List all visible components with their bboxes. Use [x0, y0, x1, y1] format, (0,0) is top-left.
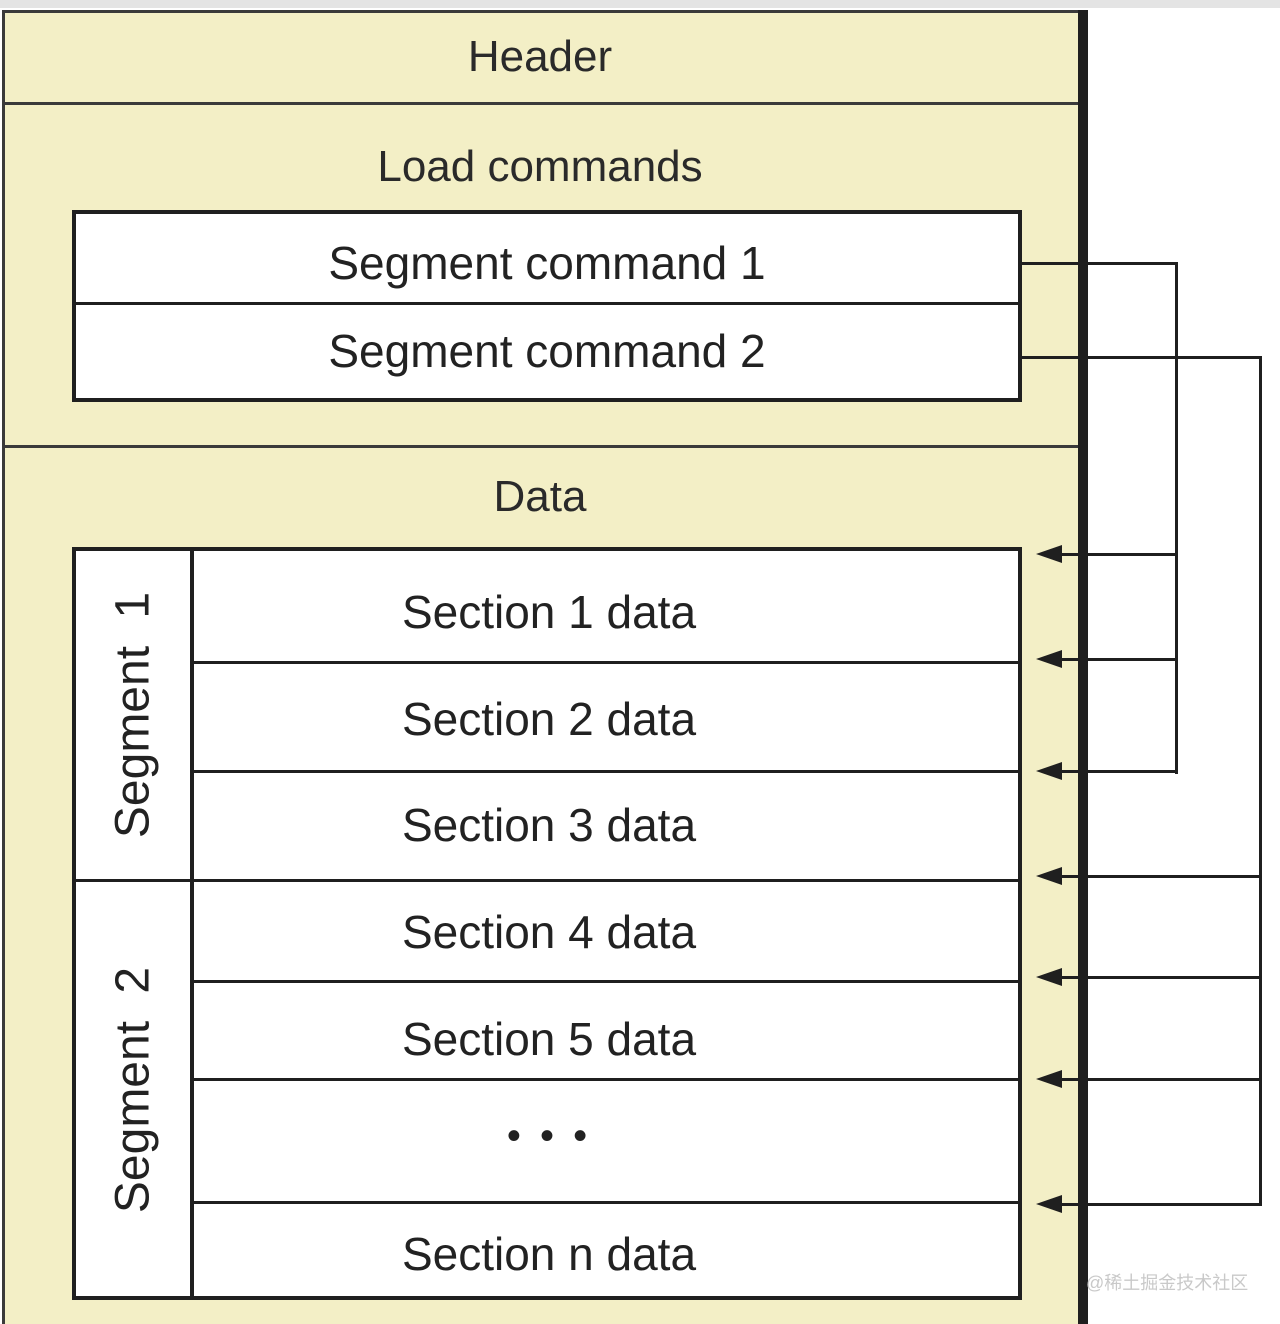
arrow-section-n-icon	[1036, 1195, 1062, 1213]
connector-to-section-2	[1060, 658, 1178, 661]
section-divider	[194, 980, 1022, 983]
arrow-section-5-icon	[1036, 968, 1062, 986]
section-divider	[194, 661, 1022, 664]
connector-to-section-4	[1060, 875, 1262, 878]
section-divider	[194, 1078, 1022, 1081]
segment-commands-table: Segment command 1 Segment command 2	[72, 210, 1022, 402]
section-divider	[194, 770, 1022, 773]
arrow-ellipsis-icon	[1036, 1070, 1062, 1088]
segment-command-2: Segment command 2	[328, 325, 766, 377]
arrow-section-4-icon	[1036, 867, 1062, 885]
segment-command-divider	[76, 302, 1018, 305]
file-right-edge	[1078, 10, 1088, 1324]
section-n-data: Section n data	[401, 1228, 697, 1280]
connector-to-section-3	[1060, 770, 1178, 773]
watermark: @稀土掘金技术社区	[1086, 1273, 1249, 1293]
section-2-data: Section 2 data	[401, 693, 697, 745]
data-title: Data	[493, 472, 587, 521]
segment-2-label: Segment 2	[106, 966, 160, 1214]
section-5-data: Section 5 data	[401, 1013, 697, 1065]
section-3-data: Section 3 data	[401, 799, 697, 851]
section-4-data: Section 4 data	[401, 906, 697, 958]
connector-to-section-n	[1060, 1203, 1262, 1206]
segment-command-1: Segment command 1	[328, 237, 766, 289]
arrow-section-1-icon	[1036, 545, 1062, 563]
header-title: Header	[467, 32, 613, 81]
ellipsis-row: • • •	[506, 1114, 592, 1158]
arrow-section-3-icon	[1036, 762, 1062, 780]
load-commands-title: Load commands	[377, 142, 703, 191]
segments-table: Segment 1 Segment 2 Section 1 data Secti…	[72, 547, 1022, 1300]
connector-cmd2-vertical	[1259, 356, 1262, 1206]
header-region	[2, 10, 1082, 105]
top-shadow-bar	[0, 0, 1280, 8]
segment-1-label: Segment 1	[106, 591, 160, 839]
connector-to-section-5	[1060, 976, 1262, 979]
section-divider	[194, 1201, 1022, 1204]
segment-label-column-divider	[190, 551, 194, 1296]
connector-cmd1-vertical	[1175, 262, 1178, 774]
connector-to-ellipsis	[1060, 1078, 1262, 1081]
arrow-section-2-icon	[1036, 650, 1062, 668]
section-divider	[194, 879, 1022, 882]
segment-split-line	[76, 879, 194, 882]
connector-cmd1-horizontal	[1020, 262, 1178, 265]
section-1-data: Section 1 data	[401, 586, 697, 638]
connector-cmd2-horizontal	[1020, 356, 1262, 359]
connector-to-section-1	[1060, 553, 1178, 556]
